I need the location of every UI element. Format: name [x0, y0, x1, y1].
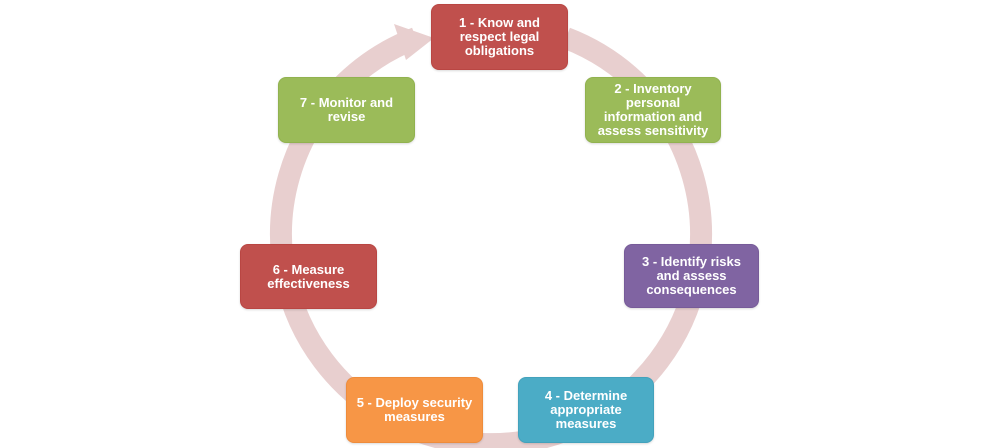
- step-7-label: 7 - Monitor and revise: [299, 95, 394, 124]
- step-5-label: 5 - Deploy security measures: [356, 395, 473, 424]
- step-1-label: 1 - Know and respect legal obligations: [459, 15, 540, 58]
- cycle-arrowhead: [394, 24, 434, 60]
- step-6-measure-effectiveness: 6 - Measure effectiveness: [240, 244, 377, 309]
- step-6-label: 6 - Measure effectiveness: [267, 261, 350, 291]
- step-2-inventory-personal-information: 2 - Inventory personal information and a…: [585, 77, 721, 143]
- step-7-monitor-and-revise: 7 - Monitor and revise: [278, 77, 415, 143]
- cycle-arrow-path: [270, 27, 712, 448]
- step-1-know-legal-obligations: 1 - Know and respect legal obligations: [431, 4, 568, 70]
- step-5-deploy-security-measures: 5 - Deploy security measures: [346, 377, 483, 443]
- step-4-determine-measures: 4 - Determine appropriate measures: [518, 377, 654, 443]
- step-3-identify-risks: 3 - Identify risks and assess consequenc…: [624, 244, 759, 308]
- step-3-label: 3 - Identify risks and assess consequenc…: [642, 254, 741, 297]
- step-2-label: 2 - Inventory personal information and a…: [597, 81, 709, 138]
- step-4-label: 4 - Determine appropriate measures: [544, 388, 628, 431]
